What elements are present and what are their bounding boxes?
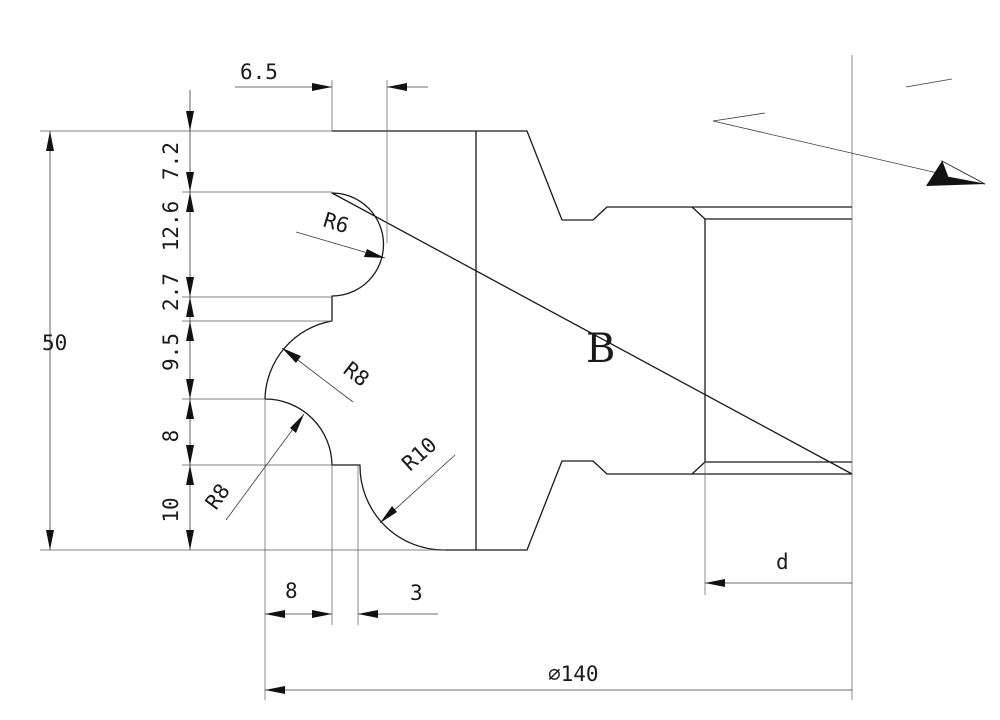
- cutter-profile: [264, 130, 853, 551]
- dim-2-7: 2.7: [159, 273, 183, 311]
- dim-12-6: 12.6: [159, 201, 183, 252]
- chamfer-top: [691, 206, 706, 220]
- part-outline: [264, 130, 853, 551]
- radius-r8-upper: R8: [339, 357, 374, 391]
- extension-lines: [40, 80, 706, 700]
- dim-8-left: 8: [159, 430, 183, 443]
- dim-7-2: 7.2: [159, 142, 183, 180]
- radius-r10: R10: [397, 432, 441, 475]
- dim-diameter: ∅140: [548, 662, 599, 686]
- dim-bore-d: d: [776, 550, 789, 574]
- dim-9-5: 9.5: [159, 333, 183, 371]
- dim-groove-width: 6.5: [240, 60, 278, 84]
- chamfer-bottom: [691, 461, 706, 475]
- dim-total-height: 50: [42, 331, 67, 355]
- rotation-arrow-icon: [712, 78, 986, 186]
- dimension-labels: 6.5 7.2 12.6 2.7 9.5 8 10 50 8 3 d ∅140 …: [42, 60, 789, 686]
- dim-10: 10: [159, 497, 183, 522]
- dimension-lines: [46, 83, 852, 694]
- radius-r8-lower: R8: [201, 479, 235, 514]
- part-label: B: [586, 326, 615, 372]
- dim-bottom-3: 3: [410, 581, 423, 605]
- dim-bottom-8: 8: [285, 579, 298, 603]
- radius-r6: R6: [321, 208, 352, 238]
